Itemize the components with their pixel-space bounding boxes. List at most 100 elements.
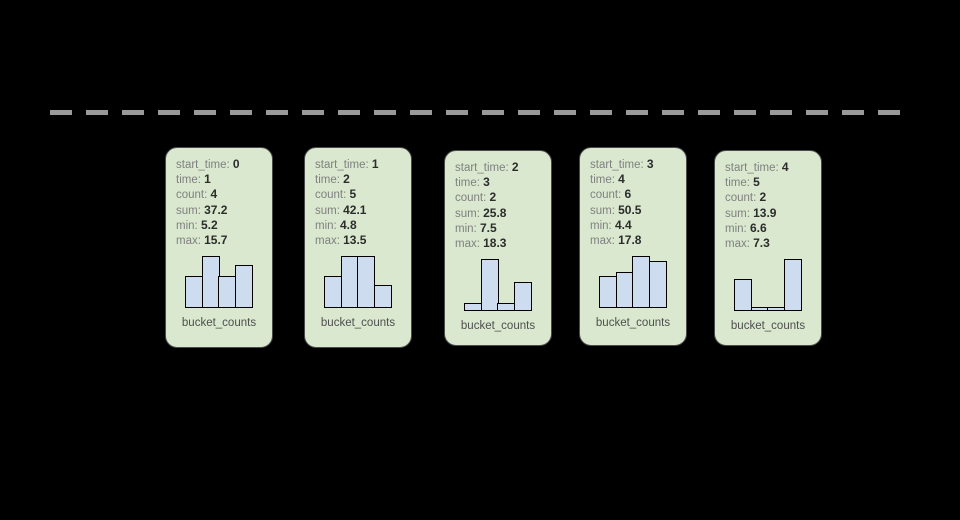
field-key-start-time: start_time:: [590, 159, 644, 171]
bar: [218, 276, 237, 309]
field-start-time: start_time: 4: [725, 160, 811, 175]
chart-caption: bucket_counts: [460, 320, 536, 333]
field-start-time: start_time: 2: [455, 160, 541, 175]
field-max: max: 17.8: [590, 233, 676, 248]
field-value-max: 13.5: [343, 233, 367, 248]
field-key-time: time:: [315, 174, 340, 187]
chart-caption: bucket_counts: [320, 317, 396, 330]
field-start-time: start_time: 1: [315, 157, 401, 172]
data-point-card[interactable]: start_time: 3 time: 4 count: 6 sum: 50.5…: [579, 147, 687, 346]
field-sum: sum: 13.9: [725, 206, 811, 221]
field-key-time: time:: [455, 177, 480, 190]
bar: [464, 303, 483, 312]
field-key-max: max:: [176, 235, 201, 248]
field-max: max: 7.3: [725, 236, 811, 251]
data-point-card[interactable]: start_time: 4 time: 5 count: 2 sum: 13.9…: [714, 150, 822, 346]
bar: [480, 259, 499, 312]
bar: [340, 256, 359, 309]
field-value-count: 2: [489, 190, 497, 205]
field-value-start-time: 2: [511, 160, 519, 174]
field-value-min: 6.6: [749, 220, 767, 235]
field-value-max: 18.3: [483, 236, 507, 251]
field-key-count: count:: [176, 189, 208, 202]
field-value-count: 5: [349, 187, 357, 202]
field-list: start_time: 0 time: 1 count: 4 sum: 37.2…: [176, 157, 262, 248]
field-key-max: max:: [725, 238, 750, 251]
field-value-start-time: 3: [646, 157, 654, 171]
field-value-sum: 50.5: [618, 202, 642, 217]
field-key-min: min:: [176, 219, 198, 232]
bar: [357, 256, 376, 309]
dashed-divider: [50, 110, 912, 115]
field-key-time: time:: [590, 174, 615, 187]
bar: [648, 261, 667, 309]
field-list: start_time: 1 time: 2 count: 5 sum: 42.1…: [315, 157, 401, 248]
bar: [373, 285, 392, 309]
field-value-sum: 42.1: [343, 202, 367, 217]
field-min: min: 7.5: [455, 221, 541, 236]
bar: [750, 307, 769, 312]
field-sum: sum: 42.1: [315, 203, 401, 218]
field-count: count: 5: [315, 187, 401, 202]
field-value-min: 7.5: [479, 220, 497, 235]
field-key-count: count:: [590, 189, 622, 202]
bar: [783, 259, 802, 312]
field-value-max: 17.8: [618, 233, 642, 248]
field-time: time: 1: [176, 172, 262, 187]
field-key-sum: sum:: [455, 207, 480, 220]
data-point-card[interactable]: start_time: 2 time: 3 count: 2 sum: 25.8…: [444, 150, 552, 346]
field-value-count: 4: [210, 187, 218, 202]
field-list: start_time: 2 time: 3 count: 2 sum: 25.8…: [455, 160, 541, 251]
bar: [324, 276, 343, 309]
field-min: min: 5.2: [176, 218, 262, 233]
field-key-min: min:: [590, 219, 612, 232]
field-key-sum: sum:: [176, 204, 201, 217]
field-key-start-time: start_time:: [176, 159, 230, 171]
bar: [201, 256, 220, 309]
bucket-counts-chart: [455, 257, 541, 312]
field-value-min: 4.4: [614, 217, 632, 232]
field-key-min: min:: [315, 219, 337, 232]
field-time: time: 5: [725, 175, 811, 190]
field-count: count: 6: [590, 187, 676, 202]
bucket-counts-chart: [315, 254, 401, 309]
field-value-max: 7.3: [753, 236, 770, 251]
field-min: min: 4.4: [590, 218, 676, 233]
field-list: start_time: 3 time: 4 count: 6 sum: 50.5…: [590, 157, 676, 248]
field-sum: sum: 37.2: [176, 203, 262, 218]
field-value-time: 5: [753, 175, 760, 190]
bar: [632, 256, 651, 309]
field-count: count: 2: [455, 190, 541, 205]
bucket-counts-chart: [176, 254, 262, 309]
bar: [599, 276, 618, 309]
bar-group: [176, 254, 262, 309]
field-value-max: 15.7: [204, 233, 228, 248]
field-count: count: 2: [725, 190, 811, 205]
field-value-count: 2: [759, 190, 767, 205]
bar: [513, 282, 532, 312]
field-key-max: max:: [315, 235, 340, 248]
chart-caption: bucket_counts: [730, 320, 806, 333]
bar: [615, 272, 634, 309]
bar: [767, 307, 786, 312]
bar: [734, 279, 753, 312]
field-key-count: count:: [725, 192, 757, 205]
bucket-counts-chart: [590, 254, 676, 309]
bar: [185, 276, 204, 309]
data-point-card[interactable]: start_time: 0 time: 1 count: 4 sum: 37.2…: [165, 147, 273, 348]
field-time: time: 4: [590, 172, 676, 187]
field-key-min: min:: [725, 222, 747, 235]
field-key-time: time:: [725, 177, 750, 190]
field-value-min: 4.8: [339, 217, 357, 232]
field-max: max: 18.3: [455, 236, 541, 251]
field-count: count: 4: [176, 187, 262, 202]
field-value-sum: 25.8: [483, 205, 507, 220]
field-value-time: 3: [483, 175, 490, 190]
field-key-start-time: start_time:: [725, 162, 779, 174]
field-start-time: start_time: 3: [590, 157, 676, 172]
data-point-card[interactable]: start_time: 1 time: 2 count: 5 sum: 42.1…: [304, 147, 412, 348]
field-key-start-time: start_time:: [315, 159, 369, 171]
bar-group: [315, 254, 401, 309]
field-value-start-time: 1: [371, 157, 379, 171]
